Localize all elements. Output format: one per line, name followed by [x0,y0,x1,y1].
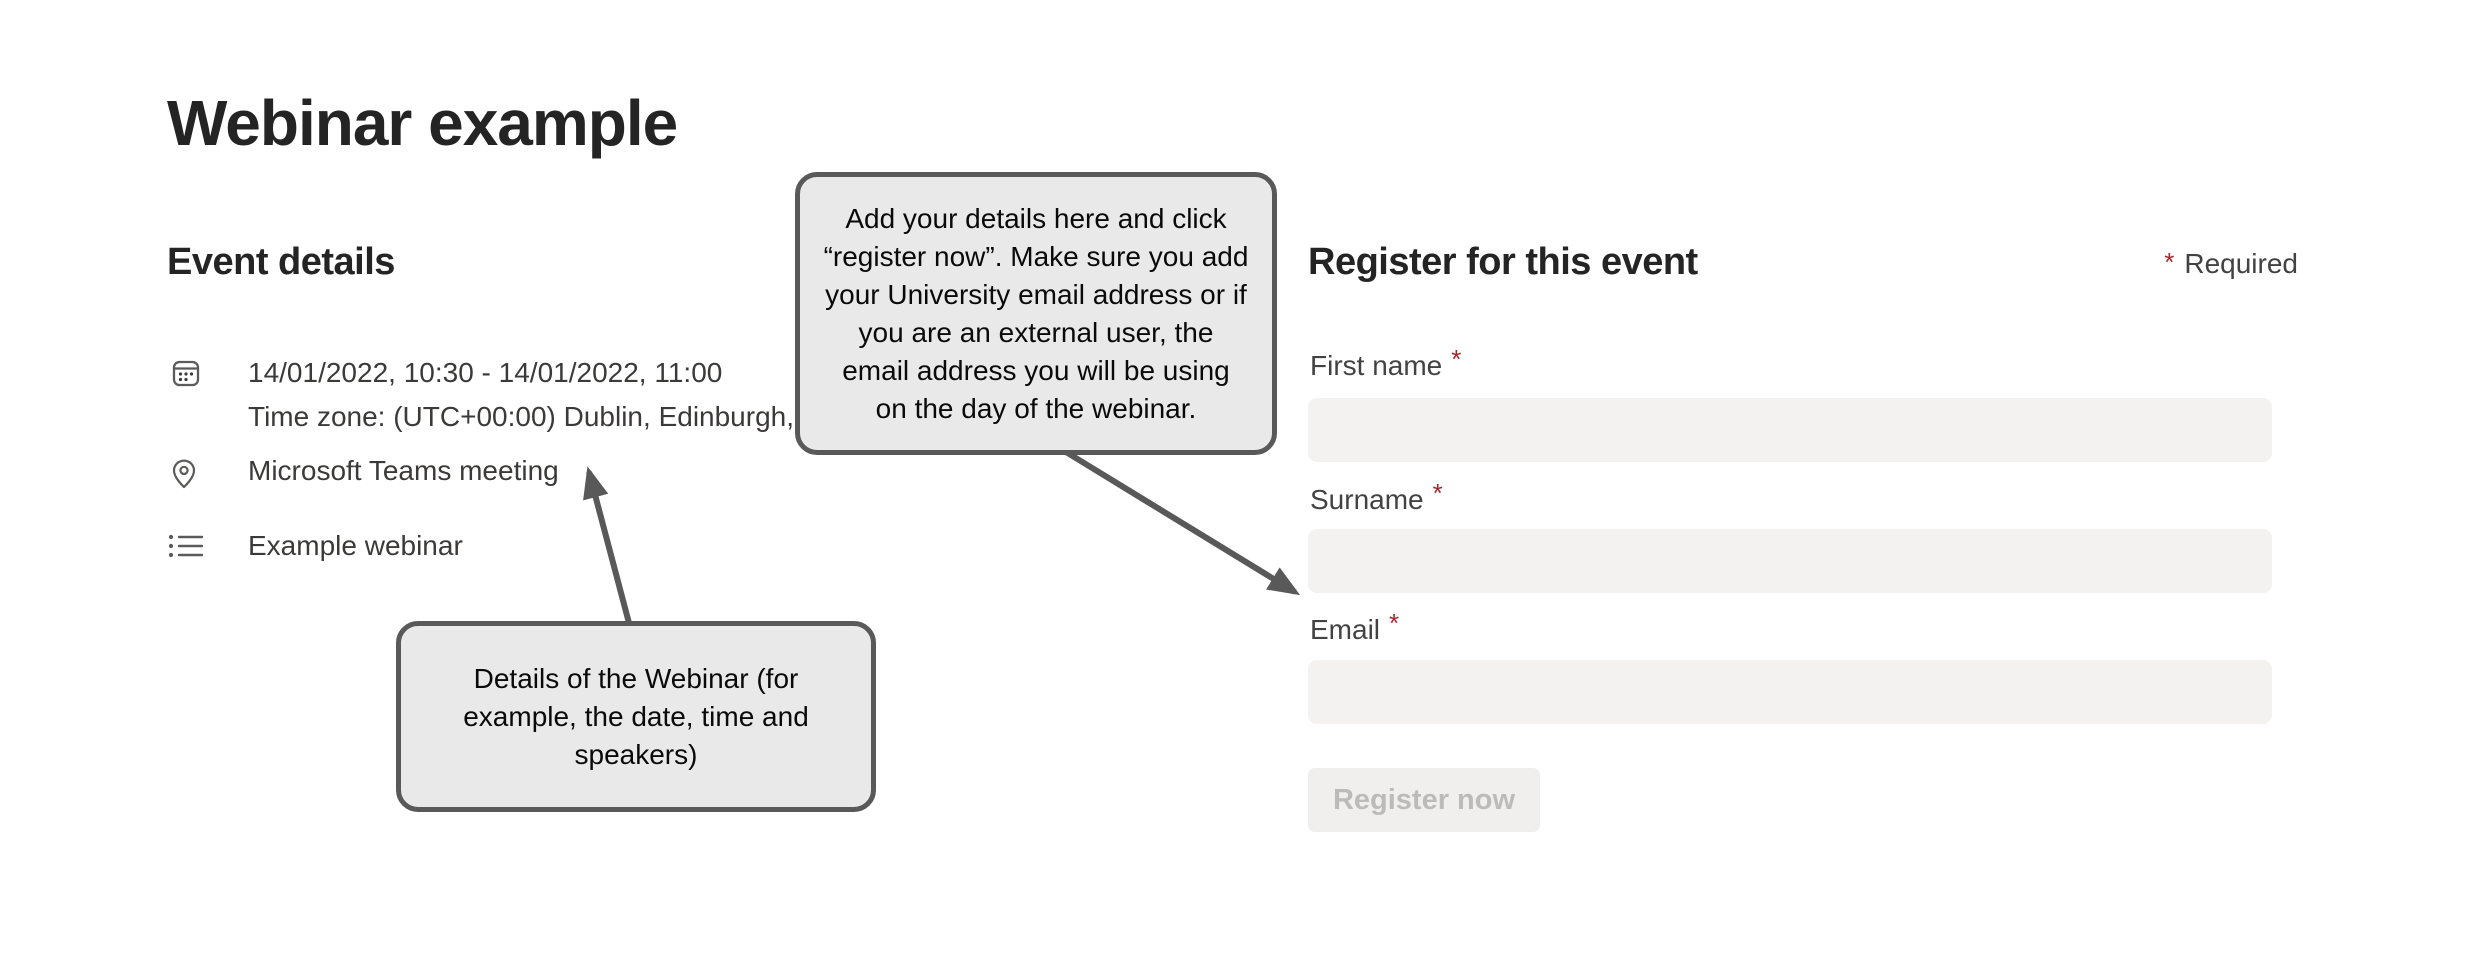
event-description: Example webinar [248,530,463,561]
arrow-to-form [1064,449,1301,596]
event-details-heading: Event details [167,241,395,283]
required-label: Required [2184,248,2298,279]
first-name-input[interactable] [1308,398,2272,462]
email-input[interactable] [1308,660,2272,724]
required-asterisk: * [2164,247,2175,277]
event-location: Microsoft Teams meeting [248,455,559,486]
required-note: * Required [2164,247,2298,281]
callout-webinar-details: Details of the Webinar (for example, the… [396,621,876,812]
email-label: Email * [1310,608,1399,647]
register-now-button[interactable]: Register now [1308,768,1540,832]
bullet-list-icon [167,531,205,566]
register-heading: Register for this event [1308,241,1698,283]
event-timezone: Time zone: (UTC+00:00) Dublin, Edinburgh… [248,401,794,432]
first-name-required-mark: * [1451,344,1462,374]
calendar-icon [170,357,202,394]
email-required-mark: * [1389,608,1400,638]
surname-required-mark: * [1432,478,1443,508]
location-pin-icon [167,457,201,496]
email-label-text: Email [1310,614,1381,645]
page-title: Webinar example [167,87,678,159]
first-name-label: First name * [1310,344,1461,383]
surname-label-text: Surname [1310,484,1424,515]
arrow-to-event-details [583,466,632,624]
surname-label: Surname * [1310,478,1443,517]
callout-register-instructions: Add your details here and click “registe… [795,172,1277,455]
callout-register-text: Add your details here and click “registe… [823,202,1249,424]
callout-details-text: Details of the Webinar (for example, the… [463,662,809,770]
surname-input[interactable] [1308,529,2272,593]
first-name-label-text: First name [1310,350,1443,381]
event-datetime: 14/01/2022, 10:30 - 14/01/2022, 11:00 [248,357,723,388]
